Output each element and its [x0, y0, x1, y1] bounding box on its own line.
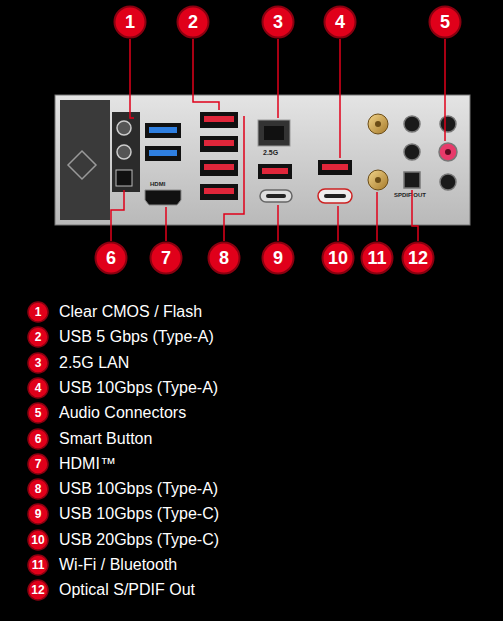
port-name: USB 10Gbps (Type-A)	[59, 480, 218, 498]
callout-number: 2	[188, 12, 198, 33]
key-row: 7 HDMI™	[27, 453, 116, 475]
callout-disc	[362, 243, 393, 274]
callout-marker: 2	[176, 5, 210, 39]
panel-marking: SPDIF OUT	[394, 192, 426, 198]
callout-disc	[323, 243, 354, 274]
callout-number: 1	[125, 12, 135, 33]
callout-number: 4	[335, 12, 345, 33]
callout-number: 7	[27, 457, 49, 471]
callout-disc	[209, 243, 240, 274]
port-name: USB 20Gbps (Type-C)	[59, 531, 219, 549]
callout-number: 10	[27, 533, 49, 547]
callout-marker: 3	[261, 5, 295, 39]
callout-marker: 6	[94, 241, 128, 275]
key-row: 6 Smart Button	[27, 428, 152, 450]
key-row: 11 Wi-Fi / Bluetooth	[27, 554, 177, 576]
callout-number: 12	[27, 583, 49, 597]
port-name: HDMI™	[59, 455, 116, 473]
callout-disc	[430, 7, 461, 38]
callout-number: 8	[27, 482, 49, 496]
callout-marker: 12	[401, 241, 435, 275]
port-name: 2.5G LAN	[59, 354, 129, 372]
callout-number: 3	[27, 356, 49, 370]
callout-number: 6	[106, 248, 116, 269]
callout-disc	[325, 7, 356, 38]
callout-marker: 1	[113, 5, 147, 39]
key-row: 10 USB 20Gbps (Type-C)	[27, 529, 219, 551]
key-disc	[28, 302, 48, 322]
callout-number: 3	[273, 12, 283, 33]
key-row: 12 Optical S/PDIF Out	[27, 579, 195, 601]
port-name: Audio Connectors	[59, 404, 186, 422]
callout-disc	[178, 7, 209, 38]
key-disc	[28, 504, 48, 524]
callout-disc	[263, 243, 294, 274]
key-disc	[28, 555, 48, 575]
callout-number: 11	[27, 558, 49, 572]
callout-number: 12	[408, 248, 428, 269]
key-row: 4 USB 10Gbps (Type-A)	[27, 377, 218, 399]
callout-marker: 11	[360, 241, 394, 275]
key-row: 1 Clear CMOS / Flash	[27, 301, 202, 323]
callout-marker: 7	[149, 241, 183, 275]
callout-number: 9	[27, 507, 49, 521]
callout-number: 5	[440, 12, 450, 33]
port-name: USB 10Gbps (Type-A)	[59, 379, 218, 397]
panel-marking: 2.5G	[263, 149, 278, 156]
key-disc	[28, 429, 48, 449]
callout-number: 7	[161, 248, 171, 269]
panel-marking: HDMI	[150, 181, 165, 187]
key-row: 5 Audio Connectors	[27, 402, 186, 424]
callout-disc	[115, 7, 146, 38]
callout-marker: 8	[207, 241, 241, 275]
key-disc	[28, 479, 48, 499]
callout-marker: 5	[428, 5, 462, 39]
port-name: USB 5 Gbps (Type-A)	[59, 328, 214, 346]
callout-number: 2	[27, 330, 49, 344]
port-name: Optical S/PDIF Out	[59, 581, 195, 599]
callout-disc	[96, 243, 127, 274]
key-disc	[28, 327, 48, 347]
key-row: 9 USB 10Gbps (Type-C)	[27, 503, 219, 525]
key-row: 2 USB 5 Gbps (Type-A)	[27, 326, 214, 348]
key-disc	[28, 580, 48, 600]
callout-number: 4	[27, 381, 49, 395]
port-name: Wi-Fi / Bluetooth	[59, 556, 177, 574]
port-name: Clear CMOS / Flash	[59, 303, 202, 321]
port-name: Smart Button	[59, 430, 152, 448]
key-disc	[28, 530, 48, 550]
callout-number: 8	[219, 248, 229, 269]
key-disc	[28, 403, 48, 423]
callout-number: 10	[328, 248, 348, 269]
callout-number: 6	[27, 432, 49, 446]
callout-disc	[263, 7, 294, 38]
key-disc	[28, 353, 48, 373]
key-disc	[28, 454, 48, 474]
callout-number: 5	[27, 406, 49, 420]
callout-number: 1	[27, 305, 49, 319]
callout-number: 11	[367, 248, 386, 269]
port-name: USB 10Gbps (Type-C)	[59, 505, 219, 523]
key-disc	[28, 378, 48, 398]
callout-disc	[151, 243, 182, 274]
callout-marker: 9	[261, 241, 295, 275]
callout-disc	[403, 243, 434, 274]
callout-number: 9	[273, 248, 283, 269]
callout-marker: 10	[321, 241, 355, 275]
key-row: 8 USB 10Gbps (Type-A)	[27, 478, 218, 500]
key-row: 3 2.5G LAN	[27, 352, 129, 374]
callout-marker: 4	[323, 5, 357, 39]
